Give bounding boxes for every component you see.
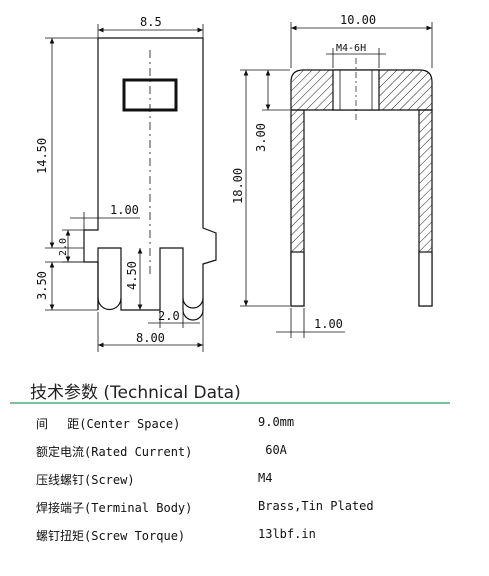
section-divider <box>10 402 450 404</box>
front-view <box>83 37 217 321</box>
section-title: 技术参数 (Technical Data) <box>30 383 241 403</box>
dim-leg-height: 18.00 <box>231 168 245 204</box>
dim-step: 1.00 <box>110 203 139 217</box>
side-view <box>290 58 433 307</box>
front-view-dimensions <box>45 24 204 352</box>
dim-side-width: 10.00 <box>340 13 376 27</box>
spec-label: 螺钉扭矩(Screw Torque) <box>36 529 186 543</box>
spec-label: 焊接端子(Terminal Body) <box>36 501 193 515</box>
dim-thread: M4-6H <box>336 43 366 54</box>
spec-value: 9.0mm <box>258 415 295 429</box>
spec-row: 螺钉扭矩(Screw Torque) 13lbf.in <box>36 527 456 555</box>
spec-row: 焊接端子(Terminal Body) Brass,Tin Plated <box>36 499 456 527</box>
spec-value: M4 <box>258 471 273 485</box>
dim-notch: 2.0 <box>58 238 69 256</box>
spec-label: 压线螺钉(Screw) <box>36 473 135 487</box>
technical-drawing: 8.5 14.50 1.00 2.0 3.50 4.50 2.0 8.00 <box>35 13 433 352</box>
front-view-outline <box>97 37 217 321</box>
dim-width-bottom: 8.00 <box>136 331 165 345</box>
spec-label: 额定电流(Rated Current) <box>36 445 193 459</box>
dim-height: 14.50 <box>35 138 49 174</box>
spec-row: 额定电流(Rated Current) 60A <box>36 443 456 471</box>
dim-top-thickness: 3.00 <box>254 123 268 152</box>
spec-value: 60A <box>258 443 287 457</box>
dim-lower: 3.50 <box>35 271 49 300</box>
spec-label: 间 距(Center Space) <box>36 417 181 431</box>
spec-row: 间 距(Center Space) 9.0mm <box>36 415 456 443</box>
side-view-dimensions <box>240 22 433 338</box>
dim-leg-thickness: 1.00 <box>314 317 343 331</box>
dim-width-top: 8.5 <box>140 15 162 29</box>
spec-row: 压线螺钉(Screw) M4 <box>36 471 456 499</box>
spec-table: 间 距(Center Space) 9.0mm 额定电流(Rated Curre… <box>36 415 456 555</box>
spec-value: 13lbf.in <box>258 527 316 541</box>
dim-slot-depth: 4.50 <box>125 261 139 290</box>
dim-slot-width: 2.0 <box>158 309 180 323</box>
spec-value: Brass,Tin Plated <box>258 499 374 513</box>
